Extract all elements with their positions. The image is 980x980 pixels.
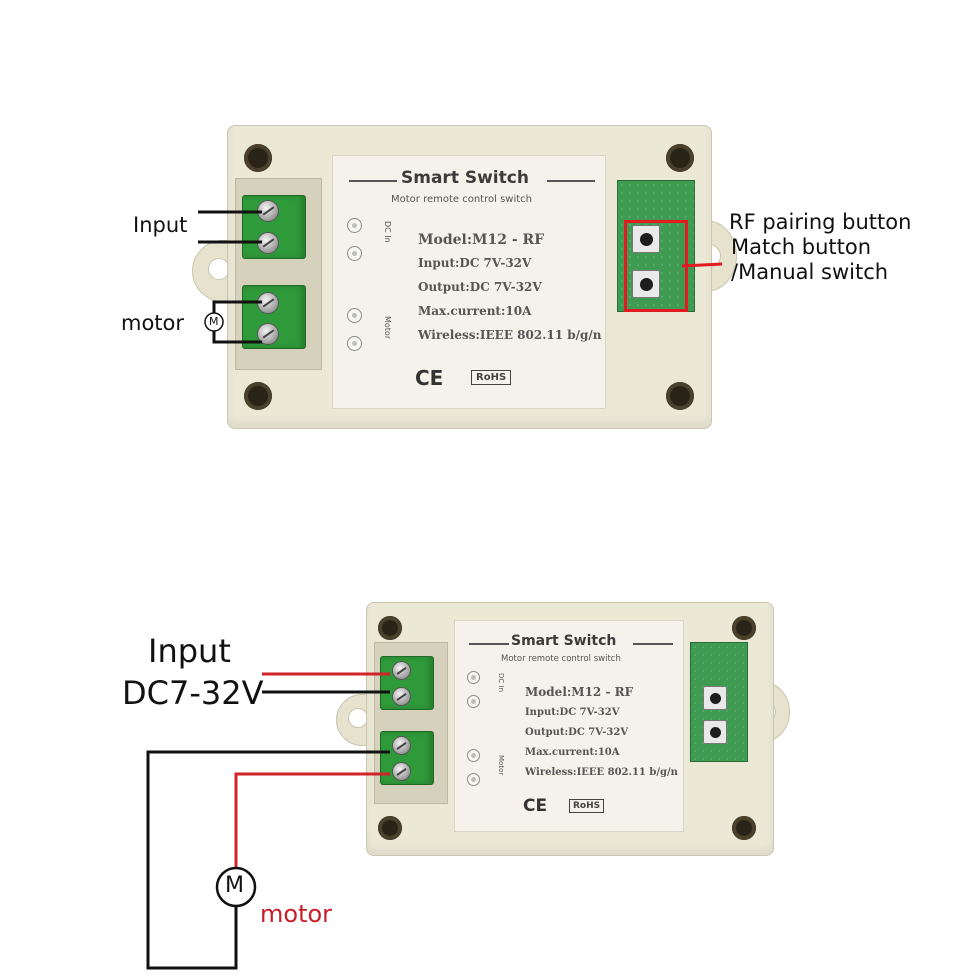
spec-input: Input:DC 7V-32V <box>525 707 620 718</box>
dc-in-led-2 <box>347 246 362 261</box>
spec-model: Model:M12 - RF <box>525 685 634 699</box>
title-line-right <box>633 643 673 645</box>
motor-port-label: Motor <box>497 755 505 776</box>
motor-screw-1 <box>392 736 411 755</box>
spec-max-current: Max.current:10A <box>418 304 532 318</box>
top-motor-symbol <box>204 312 224 332</box>
spec-output: Output:DC 7V-32V <box>418 280 542 294</box>
spec-output: Output:DC 7V-32V <box>525 727 629 738</box>
dc-in-label: DC In <box>383 221 392 243</box>
match-manual-button[interactable] <box>703 720 727 744</box>
mount-hole-bl <box>378 816 402 840</box>
bottom-device: Smart Switch Motor remote control switch… <box>336 598 790 860</box>
motor-port-label: Motor <box>383 316 392 340</box>
bottom-motor-wire-red <box>234 772 390 868</box>
ce-mark: CE <box>523 796 548 816</box>
mount-hole-bl <box>244 382 272 410</box>
top-motor-symbol-text: M <box>209 315 219 328</box>
top-input-label: Input <box>133 213 188 237</box>
title-line-left <box>469 643 509 645</box>
panel-subtitle: Motor remote control switch <box>391 194 532 205</box>
rohs-mark: RoHS <box>569 799 605 813</box>
device-label-panel: Smart Switch Motor remote control switch… <box>332 155 606 409</box>
panel-subtitle: Motor remote control switch <box>501 654 621 664</box>
mount-hole-tl <box>378 616 402 640</box>
motor-screw-2 <box>392 762 411 781</box>
device-label-panel: Smart Switch Motor remote control switch… <box>454 620 684 832</box>
motor-led-2 <box>347 336 362 351</box>
rf-pairing-label: RF pairing button <box>729 210 912 234</box>
motor-led-1 <box>347 308 362 323</box>
motor-led-1 <box>467 749 480 762</box>
dc-in-led-1 <box>467 671 480 684</box>
ce-mark: CE <box>415 366 444 390</box>
mount-hole-br <box>666 382 694 410</box>
rf-pairing-button[interactable] <box>632 225 660 253</box>
spec-input: Input:DC 7V-32V <box>418 256 532 270</box>
match-manual-button[interactable] <box>632 270 660 298</box>
spec-model: Model:M12 - RF <box>418 232 545 248</box>
bottom-motor-symbol-text: M <box>225 873 244 898</box>
bottom-input-label: Input <box>148 632 231 670</box>
top-motor-label: motor <box>121 311 185 335</box>
rf-callout-line <box>681 262 723 268</box>
bottom-motor-symbol <box>215 866 257 908</box>
input-screw-2 <box>392 687 411 706</box>
bottom-motor-label: motor <box>260 900 333 928</box>
title-line-left <box>349 180 397 182</box>
bottom-motor-wire-black <box>146 750 390 970</box>
manual-switch-label: /Manual switch <box>731 260 889 284</box>
dc-in-led-2 <box>467 695 480 708</box>
top-device: Smart Switch Motor remote control switch… <box>192 120 737 430</box>
mount-hole-br <box>732 816 756 840</box>
title-line-right <box>547 180 595 182</box>
dc-in-label: DC In <box>497 673 505 693</box>
panel-title: Smart Switch <box>401 168 529 188</box>
input-screw-1 <box>392 661 411 680</box>
mount-hole-tr <box>666 144 694 172</box>
motor-led-2 <box>467 773 480 786</box>
spec-max-current: Max.current:10A <box>525 747 620 758</box>
rohs-mark: RoHS <box>471 370 512 385</box>
spec-wireless: Wireless:IEEE 802.11 b/g/n <box>525 767 678 778</box>
motor-screw-2 <box>257 323 279 345</box>
rf-pairing-button[interactable] <box>703 686 727 710</box>
match-button-label: Match button <box>731 235 872 259</box>
spec-wireless: Wireless:IEEE 802.11 b/g/n <box>418 328 602 342</box>
bottom-voltage-label: DC7-32V <box>122 674 264 712</box>
dc-in-led-1 <box>347 218 362 233</box>
mount-hole-tl <box>244 144 272 172</box>
mount-hole-tr <box>732 616 756 640</box>
panel-title: Smart Switch <box>511 633 617 649</box>
